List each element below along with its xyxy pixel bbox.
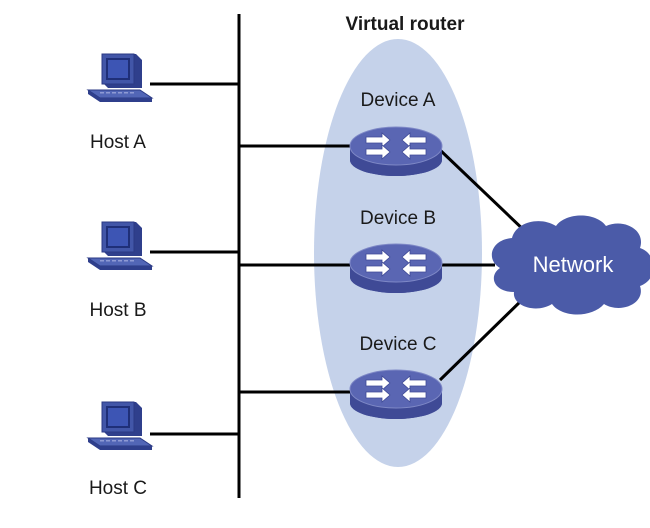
router-icon — [349, 126, 443, 177]
host-c-label: Host C — [89, 478, 147, 499]
device-a-label: Device A — [361, 90, 436, 111]
computer-icon — [87, 401, 153, 451]
device-b-label: Device B — [360, 208, 436, 229]
device-c-label: Device C — [359, 334, 436, 355]
device-a-network-link — [438, 148, 530, 236]
host-b-label: Host B — [89, 300, 146, 321]
virtual-router-title: Virtual router — [346, 14, 466, 35]
device-c-network-link — [438, 295, 527, 382]
router-icon — [349, 243, 443, 294]
computer-icon — [87, 53, 153, 103]
router-icon — [349, 369, 443, 420]
network-label: Network — [533, 252, 615, 277]
cloud-icon — [491, 215, 650, 315]
host-a-label: Host A — [90, 132, 146, 153]
computer-icon — [87, 221, 153, 271]
